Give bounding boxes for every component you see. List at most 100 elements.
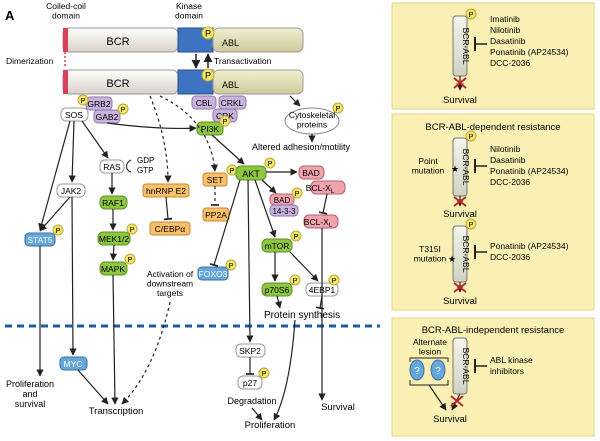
transcription-label: Transcription: [89, 406, 144, 417]
set-node: SET: [207, 175, 224, 185]
p-badge: P: [127, 255, 132, 264]
svg-text:BCR-ABL: BCR-ABL: [461, 348, 471, 385]
mek12-node: MEK1/2: [99, 234, 130, 244]
drug-nilotinib: Nilotinib: [490, 25, 521, 35]
bad-node: BAD: [302, 168, 319, 178]
pi3k-node: PI3K: [201, 124, 220, 134]
myc-node: MYC: [64, 359, 83, 369]
box2b-survival-label: Survival: [443, 296, 477, 307]
gab2-node: GAB2: [96, 112, 119, 122]
transactivation-label: Transactivation: [214, 56, 272, 66]
signaling-arrows: [36, 95, 328, 421]
box2-title: BCR-ABL-dependent resistance: [425, 122, 560, 133]
bcl-xl-node-lower: BCL-XL: [304, 217, 333, 229]
14-3-3-node: 14-3-3: [272, 207, 296, 216]
p-badge: P: [331, 276, 336, 285]
protein-synthesis-label: Protein synthesis: [264, 310, 340, 321]
dependent-resistance-box: [391, 113, 595, 311]
bcr-abl-fusion-top: BCR ABL P: [62, 26, 304, 53]
akt-node: AKT: [242, 169, 260, 179]
p-badge: P: [129, 225, 134, 234]
mtor-node: mTOR: [265, 241, 290, 251]
abl-label-top: ABL: [222, 38, 239, 48]
unknown-lesion-icon: [409, 359, 425, 381]
bcl-xl-node: BCL-XL: [306, 183, 335, 195]
ras-node: RAS: [103, 162, 121, 172]
p-badge: P: [294, 189, 299, 198]
box3-survival-label: Survival: [433, 414, 467, 425]
p-badge: P: [120, 105, 125, 114]
svg-text:BCR-ABL: BCR-ABL: [461, 28, 471, 65]
star-mutation-icon: ★: [448, 254, 456, 264]
p-badge: P: [468, 220, 473, 229]
panel-a-label: A: [5, 8, 15, 23]
unknown-lesion-icon: [430, 359, 446, 381]
p-badge: P: [468, 10, 473, 19]
box1-survival-label: Survival: [443, 95, 477, 106]
cebpa-node: C/EBPα: [155, 224, 186, 234]
proliferation-label: Proliferation: [245, 420, 296, 431]
p-badge: P: [335, 104, 340, 113]
sensitivity-box: [391, 2, 595, 110]
box3-title: BCR-ABL-independent resistance: [422, 325, 565, 336]
drug-abl-kinase: ABL kinase: [490, 355, 533, 365]
jak2-node: JAK2: [61, 186, 82, 196]
drug-dcc-2036: DCC-2036: [490, 58, 530, 68]
drug-nilotinib: Nilotinib: [490, 144, 521, 154]
mapk-node: MAPK: [101, 264, 125, 274]
p-badge: P: [292, 276, 297, 285]
p-badge: P: [229, 166, 234, 175]
p-badge: P: [228, 261, 233, 270]
foxo3-node: FOXO3: [199, 269, 228, 279]
p-badge: P: [261, 369, 266, 378]
degradation-label: Degradation: [227, 396, 276, 406]
p-badge: P: [205, 71, 211, 81]
drug-ponatinib: Ponatinib (AP24534): [490, 166, 569, 176]
drug-dasatinib: Dasatinib: [490, 155, 526, 165]
svg-text:BCR-ABL: BCR-ABL: [461, 149, 471, 186]
p-badge: P: [267, 159, 272, 168]
box1-drug-list: Imatinib Nilotinib Dasatinib Ponatinib (…: [490, 14, 571, 68]
p-badge: P: [55, 226, 60, 235]
question-mark: ?: [414, 366, 420, 377]
drug-dasatinib: Dasatinib: [490, 36, 526, 46]
svg-text:BCR-ABL: BCR-ABL: [461, 236, 471, 273]
box2a-drug-list: Nilotinib Dasatinib Ponatinib (AP24534) …: [490, 144, 571, 187]
bad-bound-node: BAD: [274, 196, 291, 205]
p-badge: P: [293, 232, 298, 241]
box2a-survival-label: Survival: [443, 209, 477, 220]
abl-label-bottom: ABL: [222, 80, 239, 90]
gdp-label: GDP: [137, 156, 154, 165]
bcr-label-top: BCR: [106, 36, 129, 48]
p70s6-node: p70S6: [265, 285, 290, 295]
drug-ponatinib: Ponatinib (AP24534): [490, 47, 569, 57]
independent-resistance-box: [391, 317, 595, 437]
stat5-node: STAT5: [27, 235, 52, 245]
bcr-abl-protein-box3: BCR-ABL: [452, 337, 471, 395]
survival-label: Survival: [321, 402, 355, 413]
skp2-node: SKP2: [239, 346, 261, 356]
drug-dcc-2036: DCC-2036: [490, 177, 530, 187]
drug-imatinib: Imatinib: [490, 14, 520, 24]
p-badge: P: [222, 117, 227, 126]
drug-inhibitors: inhibitors: [490, 366, 524, 376]
p-badge: P: [205, 29, 211, 39]
dimerization-label: Dimerization: [6, 56, 54, 66]
pp2a-node: PP2A: [205, 210, 227, 220]
star-mutation-icon: ★: [451, 164, 459, 174]
altered-adhesion-label: Altered adhesion/motility: [252, 142, 351, 152]
drug-ponatinib: Ponatinib (AP24534): [490, 241, 569, 251]
gtp-label: GTP: [137, 166, 153, 175]
bcr-abl-fusion-bottom: BCR ABL P: [62, 68, 304, 95]
bcr-abl-protein-box2a: BCR-ABL P: [452, 130, 477, 197]
p-badge: P: [80, 96, 85, 105]
p-badge: P: [468, 132, 473, 141]
question-mark: ?: [435, 366, 441, 377]
